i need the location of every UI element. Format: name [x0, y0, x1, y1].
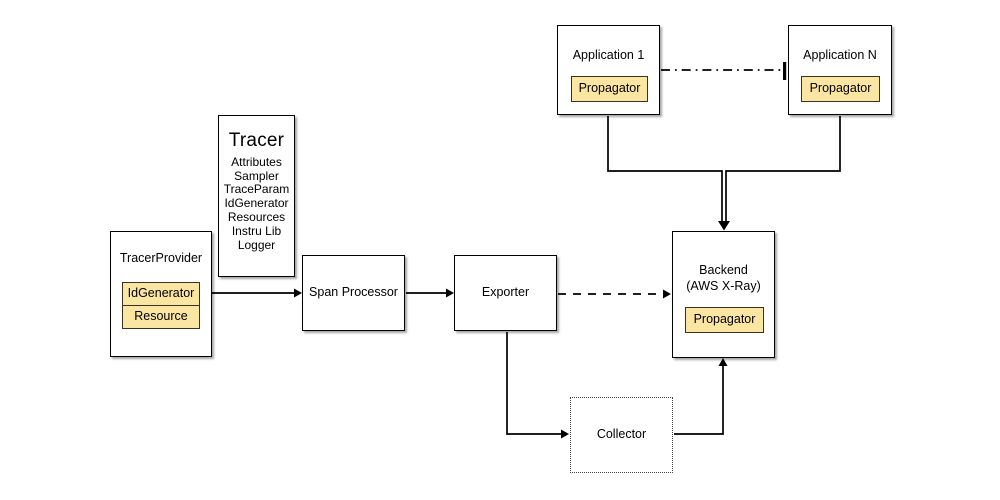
chip-label: Propagator — [693, 312, 756, 327]
arrowhead-into-backend-left — [663, 289, 671, 299]
tracer-item-logger: Logger — [237, 237, 276, 252]
node-application-n: Application N Propagator — [788, 25, 892, 115]
tracer-item-attributes: Attributes — [231, 154, 282, 169]
bar-terminator-applicationn — [783, 62, 787, 80]
tracer-provider-chip-resource: Resource — [122, 305, 200, 329]
backend-chip-propagator: Propagator — [685, 307, 764, 333]
tracer-item-traceparam: TraceParam — [223, 182, 290, 197]
application-n-label: Application N — [803, 48, 877, 62]
tracer-provider-label: TracerProvider — [119, 251, 203, 265]
tracer-item-sampler: Sampler — [234, 168, 279, 183]
connector-exporter-collector — [506, 332, 561, 435]
node-tracer-provider: TracerProvider IdGenerator Resource — [110, 231, 212, 357]
arrowhead-into-spanprocessor — [294, 288, 302, 298]
chip-label: Resource — [134, 309, 188, 324]
application-1-chip-propagator: Propagator — [571, 76, 648, 102]
arrowhead-into-collector — [561, 429, 569, 439]
connector-application1-backend — [607, 116, 723, 221]
connector-collector-backend — [674, 366, 724, 435]
node-exporter: Exporter — [454, 255, 557, 331]
node-span-processor: Span Processor — [302, 255, 405, 331]
tracer-item-idgenerator: IdGenerator — [224, 196, 289, 211]
arrowhead-into-exporter — [446, 288, 454, 298]
chip-label: IdGenerator — [127, 286, 195, 301]
tracer-title: Tracer — [228, 130, 285, 151]
arrowhead-into-backend-bottom — [718, 358, 728, 366]
node-backend: Backend (AWS X-Ray) Propagator — [672, 231, 775, 358]
backend-label-line1: Backend — [699, 263, 748, 277]
tracer-provider-chip-idgenerator: IdGenerator — [122, 282, 200, 306]
application-1-label: Application 1 — [572, 48, 645, 62]
tracer-item-instru-lib: Instru Lib — [231, 223, 282, 238]
node-tracer: Tracer Attributes Sampler TraceParam IdG… — [218, 115, 295, 277]
node-application-1: Application 1 Propagator — [557, 25, 660, 115]
arrowhead-into-backend-top — [718, 221, 730, 231]
collector-label: Collector — [596, 427, 647, 442]
chip-label: Propagator — [578, 81, 641, 96]
exporter-label: Exporter — [481, 285, 530, 300]
backend-label-line2: (AWS X-Ray) — [686, 278, 761, 293]
node-collector: Collector — [570, 397, 673, 473]
chip-label: Propagator — [809, 81, 872, 96]
span-processor-label: Span Processor — [309, 285, 398, 300]
connector-applicationn-backend — [725, 116, 841, 221]
application-n-chip-propagator: Propagator — [801, 76, 880, 102]
tracer-item-resources: Resources — [227, 209, 286, 224]
